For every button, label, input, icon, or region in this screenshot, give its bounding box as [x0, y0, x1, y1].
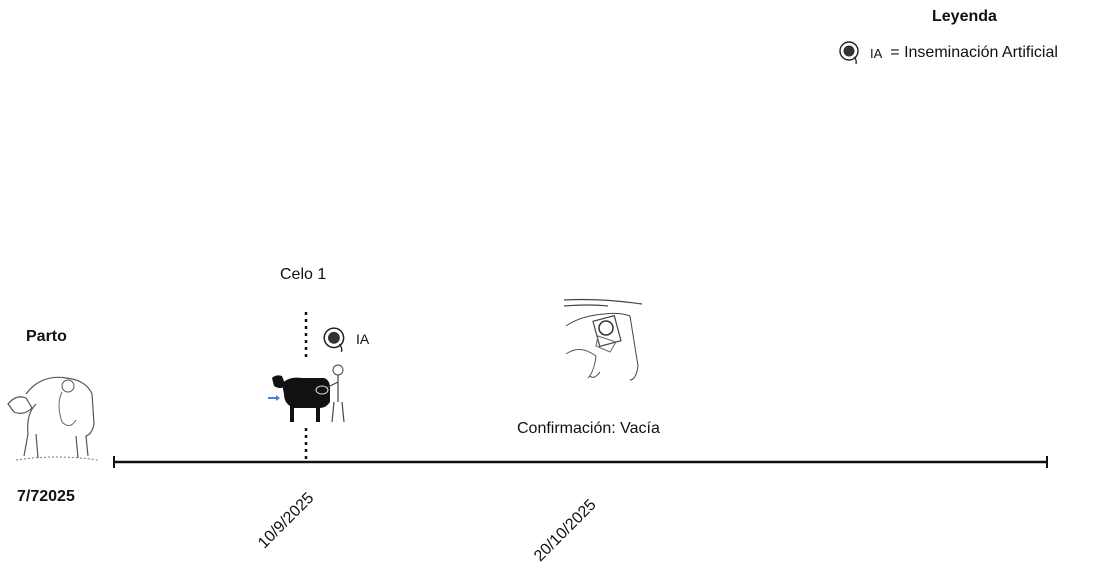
rectal-palpation-icon — [563, 298, 643, 381]
insemination-icon — [839, 41, 859, 65]
celo-label: Celo 1 — [280, 266, 327, 283]
legend-title: Leyenda — [932, 8, 997, 25]
insemination-cow-icon — [268, 364, 345, 423]
insemination-icon — [323, 327, 345, 353]
confirmation-label: Confirmación: Vacía — [517, 420, 660, 437]
calving-cow-icon — [7, 376, 99, 461]
legend-definition: = Inseminación Artificial — [890, 44, 1058, 61]
ia-tag: IA — [356, 331, 370, 347]
legend-entry: IA = Inseminación Artificial — [838, 40, 1058, 66]
parto-date: 7/72025 — [17, 488, 75, 505]
parto-label: Parto — [26, 328, 67, 345]
legend-abbr: IA — [870, 45, 883, 61]
